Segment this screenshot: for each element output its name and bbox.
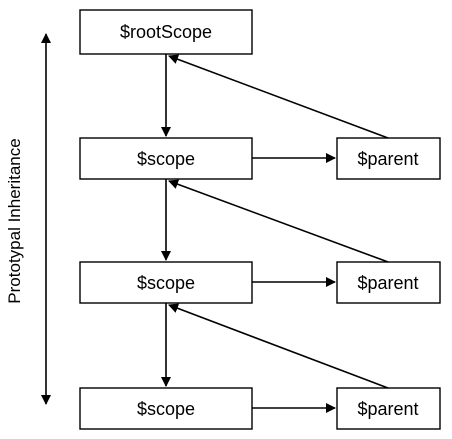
root-scope-label: $rootScope: [120, 22, 212, 42]
parent-node-1: $parent: [336, 137, 441, 180]
parent-node-3: $parent: [336, 387, 441, 430]
arrow-parent-2-to-scope-1: [168, 179, 389, 263]
parent-label-1: $parent: [357, 149, 418, 169]
parent-label-3: $parent: [357, 399, 418, 419]
scope-node-2: $scope: [79, 261, 253, 304]
arrow-parent-3-to-scope-2: [168, 303, 389, 389]
parent-label-2: $parent: [357, 273, 418, 293]
parent-node-2: $parent: [336, 261, 441, 304]
scope-label-3: $scope: [137, 399, 195, 419]
side-label: Prototypal Inheritance: [5, 138, 24, 303]
scope-label-2: $scope: [137, 273, 195, 293]
scope-label-1: $scope: [137, 149, 195, 169]
scope-node-3: $scope: [79, 387, 253, 430]
scope-node-1: $scope: [79, 137, 253, 180]
root-scope-node: $rootScope: [79, 9, 253, 55]
arrow-parent-1-to-root: [168, 54, 389, 139]
